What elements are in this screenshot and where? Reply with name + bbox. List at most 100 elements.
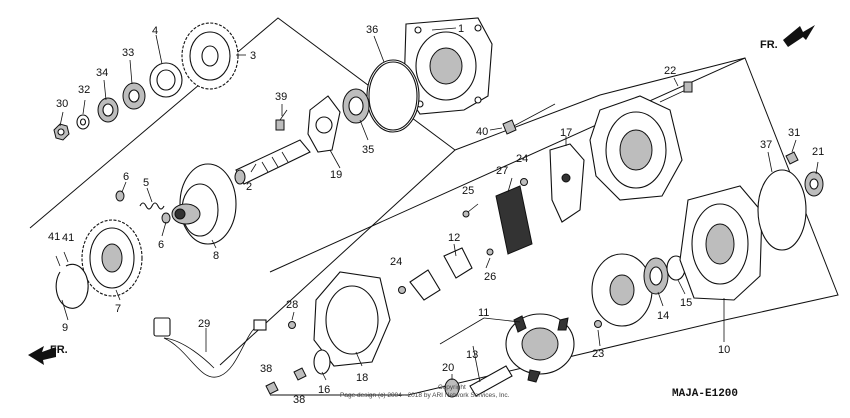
label-31: 31 xyxy=(788,127,800,139)
label-16: 16 xyxy=(318,384,330,396)
part-24-screw-lower xyxy=(398,286,406,294)
part-21-bearing xyxy=(804,171,824,197)
part-32-washer xyxy=(76,114,90,130)
label-19: 19 xyxy=(330,169,342,181)
part-7-gear xyxy=(81,219,143,297)
label-24-lower: 24 xyxy=(390,256,402,268)
label-38-upper: 38 xyxy=(260,363,272,375)
label-26: 26 xyxy=(484,271,496,283)
part-23-screw xyxy=(594,320,602,328)
part-housing-rear xyxy=(589,95,683,201)
part-16-pulley xyxy=(313,349,331,375)
label-30: 30 xyxy=(56,98,68,110)
label-12: 12 xyxy=(448,232,460,244)
label-35: 35 xyxy=(362,144,374,156)
label-8: 8 xyxy=(213,250,219,262)
label-6-lower: 6 xyxy=(158,239,164,251)
label-6-upper: 6 xyxy=(123,171,129,183)
label-24-upper: 24 xyxy=(516,153,528,165)
label-37: 37 xyxy=(760,139,772,151)
label-22: 22 xyxy=(664,65,676,77)
label-11: 11 xyxy=(478,307,489,319)
part-terminal-bracket xyxy=(409,269,441,301)
label-9: 9 xyxy=(62,322,68,334)
part-2-shaft xyxy=(234,139,311,185)
label-20: 20 xyxy=(442,362,454,374)
part-6-cap-upper xyxy=(115,190,125,202)
label-25: 25 xyxy=(462,185,474,197)
part-8-hub xyxy=(171,163,237,245)
label-40: 40 xyxy=(476,126,488,138)
part-10-front-housing xyxy=(679,185,763,301)
part-38-nut-lower xyxy=(265,381,279,395)
part-14-bearing xyxy=(643,257,669,295)
label-39: 39 xyxy=(275,91,287,103)
fr-arrow-top: FR. xyxy=(760,25,815,51)
part-29-wire-harness xyxy=(153,317,267,378)
label-27: 27 xyxy=(496,165,508,177)
part-27-regulator xyxy=(495,185,533,255)
label-36: 36 xyxy=(366,24,378,36)
part-22-bolt xyxy=(659,81,693,103)
label-32: 32 xyxy=(78,84,90,96)
label-5: 5 xyxy=(143,177,149,189)
svg-text:FR.: FR. xyxy=(50,344,68,356)
part-11-rotor xyxy=(505,313,575,383)
label-18: 18 xyxy=(356,372,368,384)
fr-arrow-bottom: FR. xyxy=(28,344,68,365)
part-28-screw xyxy=(288,321,296,329)
part-number-labels: 1 2 3 4 5 6 6 7 8 9 10 11 12 13 14 15 16… xyxy=(48,23,824,406)
part-36-o-ring xyxy=(366,59,420,133)
part-12-terminal xyxy=(443,247,473,279)
part-17-brush-holder xyxy=(549,143,585,223)
svg-text:FR.: FR. xyxy=(760,39,778,51)
label-21: 21 xyxy=(812,146,824,158)
part-front-plate xyxy=(591,253,653,327)
label-7: 7 xyxy=(115,303,121,315)
part-26-screw xyxy=(486,248,494,256)
copyright-line-2: Page design (c) 2004 - 2018 by ARI Netwo… xyxy=(340,392,510,399)
label-2: 2 xyxy=(246,181,252,193)
label-33: 33 xyxy=(122,47,134,59)
part-1-cover xyxy=(403,17,493,115)
part-31-nut xyxy=(785,151,799,165)
label-13: 13 xyxy=(466,349,478,361)
label-1: 1 xyxy=(458,23,464,35)
label-3: 3 xyxy=(250,50,256,62)
label-28: 28 xyxy=(286,299,298,311)
part-37-o-ring xyxy=(757,169,807,251)
label-38-lower: 38 xyxy=(293,394,305,406)
label-41-b: 41 xyxy=(62,232,74,244)
label-29: 29 xyxy=(198,318,210,330)
part-5-spring xyxy=(139,202,165,210)
part-19-gasket-plate xyxy=(307,95,341,153)
copyright-line-1: Copyright xyxy=(438,384,466,391)
label-14: 14 xyxy=(657,310,669,322)
part-40-long-bolt xyxy=(502,103,556,135)
leader-lines xyxy=(59,27,819,383)
part-38-nut-upper xyxy=(293,367,307,381)
part-24-screw-upper xyxy=(520,178,528,186)
label-34: 34 xyxy=(96,67,108,79)
label-15: 15 xyxy=(680,297,692,309)
part-6-cap-lower xyxy=(161,212,171,224)
label-17: 17 xyxy=(560,127,572,139)
part-9-snap-ring xyxy=(55,263,89,309)
part-18-end-cover xyxy=(313,271,391,367)
part-35-bearing xyxy=(342,88,370,124)
section-frames xyxy=(29,17,839,396)
label-23: 23 xyxy=(592,348,604,360)
label-41-a: 41 xyxy=(48,231,60,243)
part-4-washer xyxy=(149,62,183,98)
part-34-bearing xyxy=(97,97,119,123)
part-39-bolt xyxy=(275,109,288,131)
diagram-code: MAJA-E1200 xyxy=(672,388,738,400)
part-25-screw xyxy=(462,203,479,218)
label-4: 4 xyxy=(152,25,158,37)
part-13-rotor-shaft xyxy=(469,365,513,397)
part-41-pins xyxy=(55,251,69,267)
part-33-bearing xyxy=(122,82,146,110)
label-10: 10 xyxy=(718,344,730,356)
part-30-nut xyxy=(53,123,70,141)
